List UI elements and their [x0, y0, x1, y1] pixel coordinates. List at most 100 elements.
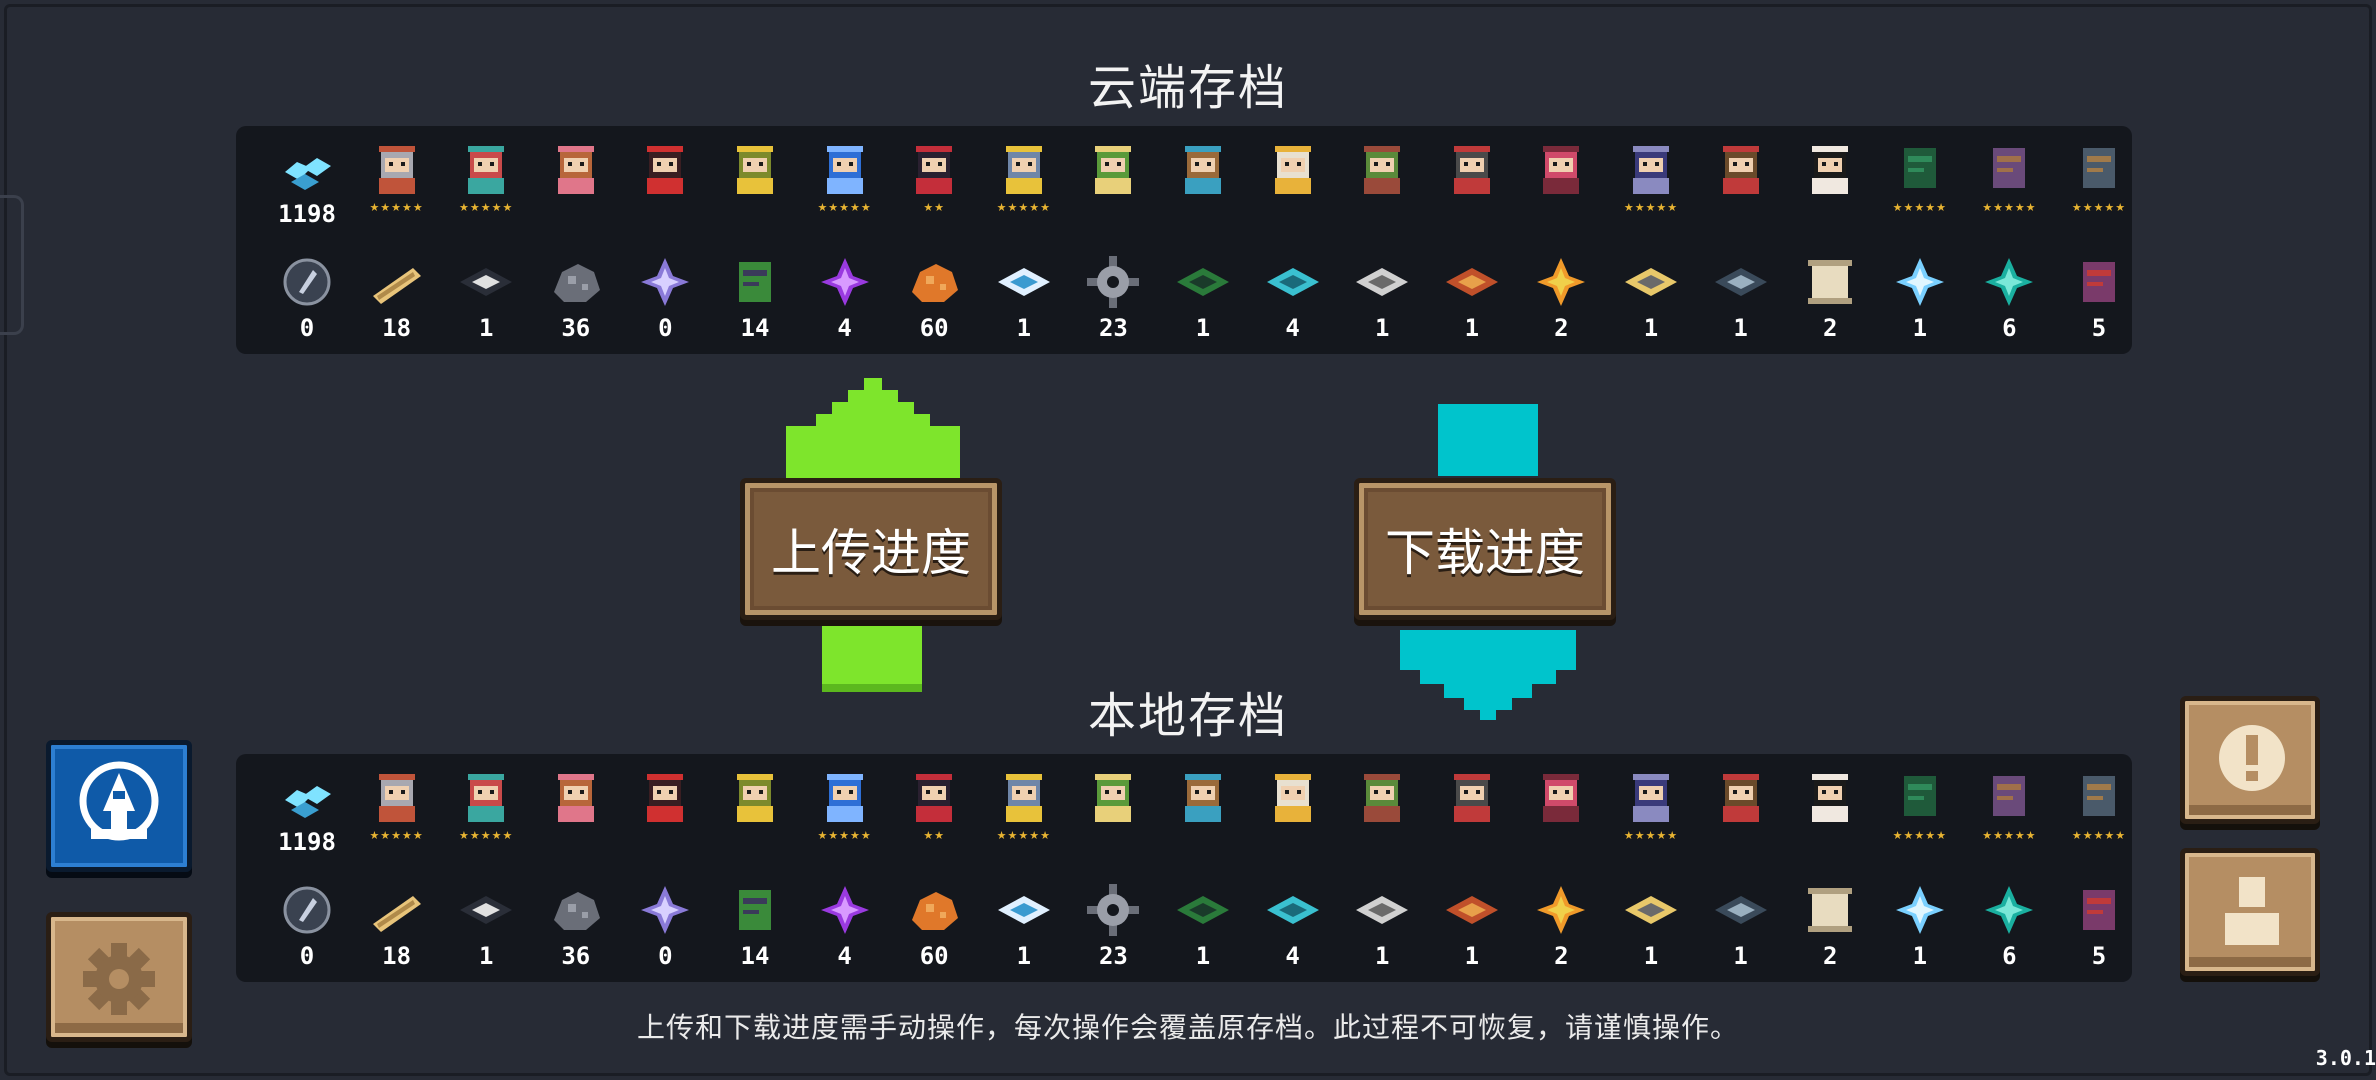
download-progress-button[interactable]: 下载进度 [1354, 478, 1616, 620]
item-count: 14 [740, 314, 770, 342]
gear-icon [83, 943, 155, 1015]
inventory-slot: ★★ [889, 132, 979, 232]
hero-stars: ★★★★★ [2071, 829, 2127, 842]
account-button[interactable] [46, 740, 192, 872]
silver-plate-icon [1356, 896, 1409, 924]
upload-progress-button[interactable]: 上传进度 [740, 478, 1002, 620]
inventory-slot: ★★★★★ [1964, 132, 2054, 232]
inventory-slot [710, 760, 800, 860]
overwrite-warning-text: 上传和下载进度需手动操作，每次操作会覆盖原存档。此过程不可恢复，请谨慎操作。 [636, 1011, 1739, 1044]
inventory-slot: 1 [1696, 246, 1786, 346]
inventory-slot: 14 [710, 246, 800, 346]
hero-stars: ★★★★★ [1892, 201, 1947, 214]
inventory-slot: 6 [1964, 246, 2054, 346]
inventory-slot [1696, 760, 1786, 860]
berserker-icon [1453, 146, 1490, 194]
item-count: 4 [1285, 942, 1300, 970]
assassin-icon [647, 146, 684, 194]
spellbook-icon [1993, 776, 2026, 816]
teal-crystal-icon [1985, 258, 2034, 306]
gem-icon [285, 786, 331, 818]
fire-crystal-icon [1537, 258, 1586, 306]
paladin-icon [1005, 146, 1042, 194]
item-count: 23 [1098, 314, 1128, 342]
cloud-save-panel: 1198★★★★★★★★★★★★★★★★★★★★★★★★★★★★★★★★★★★★… [236, 126, 2132, 354]
inventory-slot: 1 [979, 246, 1069, 346]
item-count: 1 [1016, 942, 1032, 970]
barrel-icon [2083, 148, 2115, 188]
inventory-slot: ★★★★★ [1606, 760, 1696, 860]
inventory-slot [1068, 132, 1158, 232]
spellbook-icon [1993, 148, 2026, 188]
item-count: 1 [1464, 942, 1480, 970]
inventory-slot: 36 [531, 874, 621, 974]
inventory-slot: 18 [352, 246, 442, 346]
item-count: 2 [1554, 942, 1569, 970]
item-count: 1 [478, 314, 494, 342]
red-book-icon [2083, 890, 2115, 930]
engineer-icon [737, 146, 773, 194]
inventory-slot: ★★★★★ [1875, 760, 1965, 860]
wood-plank-icon [372, 896, 421, 932]
item-count: 14 [740, 942, 770, 970]
inventory-slot: 4 [800, 246, 890, 346]
item-count: 2 [1554, 314, 1569, 342]
swordsman-icon [1812, 146, 1849, 194]
version-label: 3.0.1 [2315, 1046, 2376, 1070]
item-count: 18 [382, 942, 412, 970]
battery-icon [739, 890, 771, 930]
side-tab-handle[interactable] [0, 195, 24, 335]
necromancer-icon [1633, 146, 1669, 194]
inventory-slot: 1198 [262, 132, 352, 232]
inventory-slot: 1 [979, 874, 1069, 974]
necromancer-icon [1633, 774, 1669, 822]
inventory-slot: 36 [531, 246, 621, 346]
profile-button[interactable] [2180, 848, 2320, 976]
inventory-slot [1248, 132, 1338, 232]
inventory-slot: 1 [1427, 246, 1517, 346]
item-count: 1 [1643, 314, 1659, 342]
cloud-save-title: 云端存档 [1087, 60, 1288, 116]
battery-icon [739, 262, 771, 302]
item-count: 1198 [278, 828, 336, 856]
purple-crystal-icon [820, 258, 869, 306]
item-count: 5 [2091, 942, 2107, 970]
gear-part-icon [1087, 884, 1140, 936]
copper-ore-icon [912, 892, 959, 930]
item-count: 1 [1643, 942, 1659, 970]
person-icon [2225, 877, 2279, 945]
copper-ore-icon [912, 264, 959, 302]
taoist-icon [1543, 146, 1580, 194]
dark-gem-icon [460, 896, 513, 924]
inventory-slot [1516, 132, 1606, 232]
violet-crystal-icon [641, 258, 690, 306]
hero-stars: ★★★★★ [1982, 829, 2037, 842]
robot-icon [826, 774, 863, 822]
hero-stars: ★★★★★ [459, 829, 514, 842]
compass-orb-icon [283, 886, 331, 934]
settings-button[interactable] [46, 912, 192, 1042]
ice-crystal-icon [1895, 886, 1944, 934]
inventory-slot [1337, 760, 1427, 860]
assassin-icon [647, 774, 684, 822]
inventory-slot: 23 [1068, 874, 1158, 974]
inventory-slot: ★★★★★ [352, 760, 442, 860]
local-save-title: 本地存档 [1087, 688, 1288, 744]
notice-button[interactable] [2180, 696, 2320, 824]
compass-orb-icon [283, 258, 331, 306]
inventory-slot [1337, 132, 1427, 232]
inventory-slot: 14 [710, 874, 800, 974]
barrel-icon [2083, 776, 2115, 816]
inventory-slot: ★★★★★ [352, 132, 442, 232]
item-count: 0 [299, 314, 315, 342]
inventory-slot: ★★ [889, 760, 979, 860]
inventory-slot: 4 [1248, 246, 1338, 346]
item-count: 60 [919, 314, 949, 342]
berserker-icon [1453, 774, 1490, 822]
red-plate-icon [1445, 268, 1498, 296]
druid-icon [1364, 774, 1401, 822]
officer-icon [1722, 774, 1759, 822]
item-count: 36 [561, 942, 591, 970]
